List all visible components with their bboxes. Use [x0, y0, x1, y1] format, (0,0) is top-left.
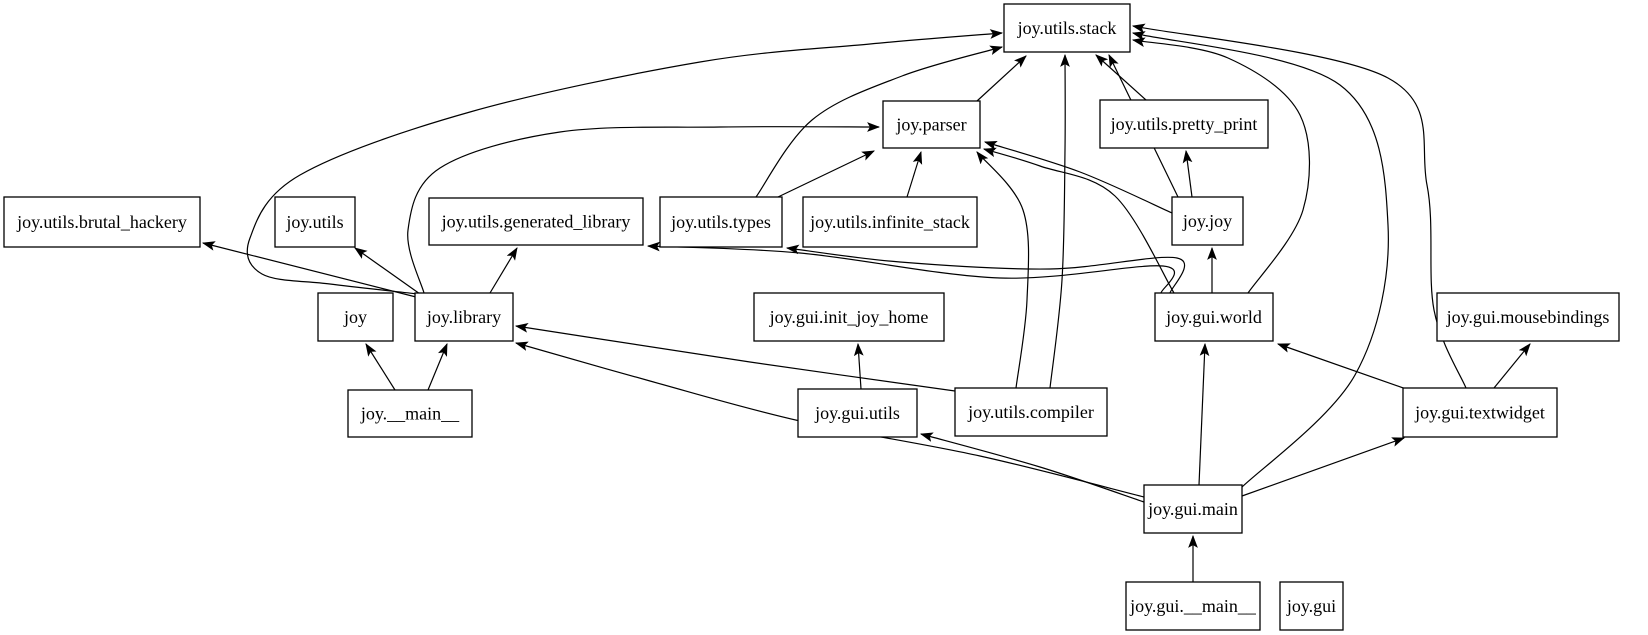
graph-edge-joy_gui_main-to-joy_gui_utils: [919, 432, 1145, 503]
graph-node-joy_joy: joy.joy: [1171, 196, 1244, 246]
graph-edge-joy_utils_compiler-to-joy_utils_stack: [1049, 53, 1070, 389]
graph-node-joy_utils_generated_library: joy.utils.generated_library: [428, 197, 644, 246]
graph-edge-joy_library-to-joy_parser: [407, 122, 881, 294]
node-box-joy___main__: [347, 389, 473, 438]
node-label-joy_gui_utils: joy.gui.utils: [814, 403, 900, 423]
graph-node-joy_gui_mousebindings: joy.gui.mousebindings: [1436, 292, 1620, 342]
node-box-joy_utils_stack: [1003, 3, 1131, 53]
graph-node-joy_utils_compiler: joy.utils.compiler: [954, 387, 1108, 437]
node-layer: joy.utils.stack joy.parser joy.utils.prett…: [3, 3, 1620, 631]
graph-node-joy_gui_main: joy.gui.main: [1143, 484, 1243, 534]
node-box-joy_gui_textwidget: [1402, 387, 1558, 438]
node-label-joy_utils_stack: joy.utils.stack: [1017, 18, 1117, 38]
node-label-joy_gui_init_joy_home: joy.gui.init_joy_home: [769, 307, 929, 327]
graph-edge-joy_utils_compiler-to-joy_parser: [976, 151, 1030, 389]
node-label-joy: joy: [343, 307, 367, 327]
node-box-joy_joy: [1171, 196, 1244, 246]
node-label-joy_utils: joy.utils: [285, 212, 343, 232]
graph-edge-joy___main__-to-joy_library: [427, 342, 448, 391]
node-label-joy_parser: joy.parser: [895, 115, 966, 135]
graph-node-joy_library: joy.library: [414, 292, 514, 342]
node-box-joy_parser: [882, 100, 981, 149]
graph-edge-joy_utils_pretty_print-to-joy_utils_stack: [1095, 54, 1147, 101]
node-label-joy___main__: joy.__main__: [360, 404, 460, 424]
node-box-joy_gui_main: [1143, 484, 1243, 534]
graph-edge-joy_utils_compiler-to-joy_library: [514, 323, 956, 392]
node-box-joy: [317, 292, 394, 342]
graph-edge-joy_gui_main-to-joy_gui_world: [1198, 342, 1210, 486]
graph-edge-joy_gui_world-to-joy_utils_types: [785, 244, 1186, 294]
node-box-joy_utils_types: [659, 196, 783, 248]
node-box-joy_gui_init_joy_home: [753, 292, 945, 342]
node-box-joy_gui_utils: [797, 388, 918, 438]
graph-node-joy_gui_utils: joy.gui.utils: [797, 388, 918, 438]
node-box-joy_utils_brutal_hackery: [3, 196, 201, 248]
node-box-joy_utils_generated_library: [428, 197, 644, 246]
graph-edge-joy_library-to-joy_utils_brutal_hackery: [201, 241, 417, 298]
graph-edge-joy_utils_types-to-joy_parser: [777, 150, 875, 198]
node-label-joy_utils_compiler: joy.utils.compiler: [967, 402, 1094, 422]
node-box-joy_gui___main__: [1125, 581, 1261, 631]
graph-edge-joy_library-to-joy_utils: [354, 247, 421, 295]
graph-edge-joy_gui_main-to-joy_utils_stack: [1131, 31, 1389, 489]
graph-node-joy_gui___main__: joy.gui.__main__: [1125, 581, 1261, 631]
graph-edge-joy_utils_infinite_stack-to-joy_parser: [906, 150, 923, 198]
node-label-joy_utils_types: joy.utils.types: [670, 212, 771, 232]
graph-edge-joy_parser-to-joy_utils_stack: [976, 55, 1027, 102]
node-box-joy_gui_mousebindings: [1436, 292, 1620, 342]
node-box-joy_gui: [1279, 581, 1344, 631]
graph-node-joy_utils_types: joy.utils.types: [659, 196, 783, 248]
graph-edge-joy_library-to-joy_utils_generated_library: [489, 247, 518, 294]
graph-edge-joy_gui_world-to-joy_parser: [982, 147, 1175, 294]
node-label-joy_utils_pretty_print: joy.utils.pretty_print: [1110, 114, 1258, 134]
node-box-joy_gui_world: [1154, 292, 1274, 342]
node-label-joy_utils_generated_library: joy.utils.generated_library: [441, 212, 631, 232]
graph-edge-joy_gui_world-to-joy_utils_generated_library: [646, 241, 1176, 294]
graph-node-joy_gui_world: joy.gui.world: [1154, 292, 1274, 342]
graph-node-joy_utils_infinite_stack: joy.utils.infinite_stack: [802, 196, 978, 248]
graph-edge-joy_gui_textwidget-to-joy_gui_world: [1276, 343, 1410, 391]
node-label-joy_gui___main__: joy.gui.__main__: [1129, 596, 1257, 616]
graph-edge-joy_joy-to-joy_utils_pretty_print: [1182, 149, 1193, 198]
graph-node-joy___main__: joy.__main__: [347, 389, 473, 438]
node-label-joy_utils_infinite_stack: joy.utils.infinite_stack: [809, 212, 970, 232]
graph-edge-joy___main__-to-joy: [365, 343, 396, 391]
graph-node-joy_utils_pretty_print: joy.utils.pretty_print: [1099, 99, 1269, 149]
graph-node-joy_utils_brutal_hackery: joy.utils.brutal_hackery: [3, 196, 201, 248]
graph-edge-joy_library-to-joy_utils_stack: [246, 29, 1004, 295]
node-box-joy_utils_pretty_print: [1099, 99, 1269, 149]
node-label-joy_joy: joy.joy: [1182, 211, 1232, 231]
node-box-joy_utils_infinite_stack: [802, 196, 978, 248]
node-label-joy_gui: joy.gui: [1286, 596, 1336, 616]
node-box-joy_utils: [274, 196, 356, 248]
node-label-joy_gui_textwidget: joy.gui.textwidget: [1414, 403, 1545, 423]
graph-node-joy_utils_stack: joy.utils.stack: [1003, 3, 1131, 53]
graph-node-joy_utils: joy.utils: [274, 196, 356, 248]
graph-node-joy: joy: [317, 292, 394, 342]
graph-edge-joy_gui_utils-to-joy_gui_init_joy_home: [853, 342, 864, 390]
graph-node-joy_gui_textwidget: joy.gui.textwidget: [1402, 387, 1558, 438]
graph-edge-joy_gui_world-to-joy_utils_stack: [1131, 37, 1311, 294]
node-label-joy_gui_mousebindings: joy.gui.mousebindings: [1446, 307, 1610, 327]
graph-node-joy_gui_init_joy_home: joy.gui.init_joy_home: [753, 292, 945, 342]
node-label-joy_library: joy.library: [426, 307, 501, 327]
graph-edge-joy_joy-to-joy_parser: [983, 140, 1173, 214]
graph-edge-joy_utils_types-to-joy_utils_stack: [755, 45, 1004, 198]
node-label-joy_utils_brutal_hackery: joy.utils.brutal_hackery: [16, 212, 187, 232]
node-label-joy_gui_main: joy.gui.main: [1147, 499, 1238, 519]
node-box-joy_utils_compiler: [954, 387, 1108, 437]
graph-node-joy_parser: joy.parser: [882, 100, 981, 149]
node-box-joy_library: [414, 292, 514, 342]
graph-edge-joy_gui_main-to-joy_gui_textwidget: [1241, 437, 1406, 497]
graph-node-joy_gui: joy.gui: [1279, 581, 1344, 631]
node-label-joy_gui_world: joy.gui.world: [1165, 307, 1262, 327]
graph-edge-joy_gui_textwidget-to-joy_gui_mousebindings: [1493, 343, 1531, 389]
